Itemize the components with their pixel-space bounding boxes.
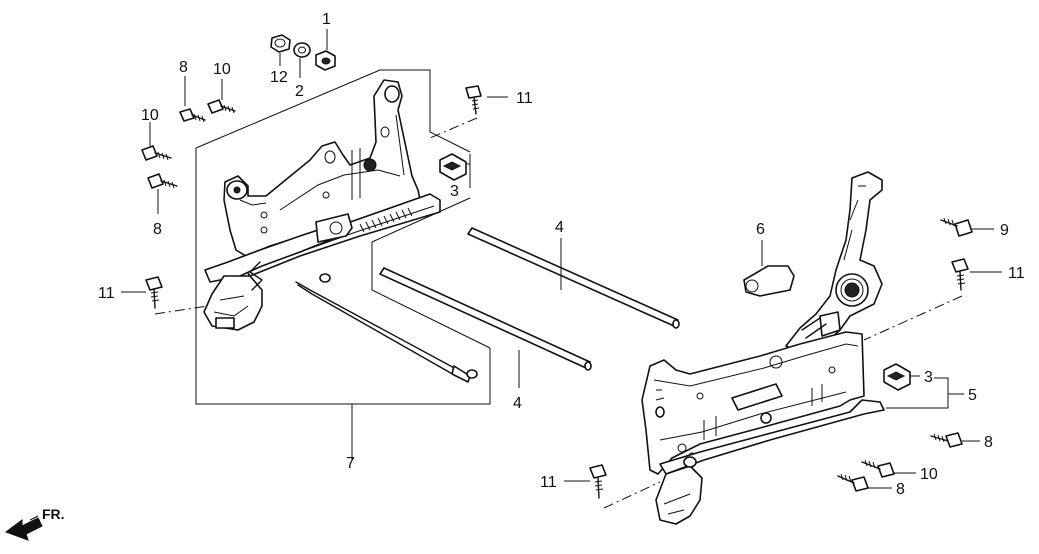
callout-3-right: 3: [924, 369, 933, 386]
callout-12: 12: [270, 69, 288, 86]
callout-11-top: 11: [516, 90, 533, 107]
nut-12: [270, 34, 291, 53]
callout-4-lower: 4: [513, 395, 522, 412]
bolt-11-bottom: [589, 464, 607, 499]
left-seat-track-assembly: [203, 79, 441, 331]
bolt-10-top: [207, 99, 236, 114]
callout-4-upper: 4: [555, 219, 564, 236]
bolt-8-right-upper: [930, 432, 963, 448]
clip-3-right: [883, 363, 911, 391]
release-cable: [295, 273, 478, 383]
bolt-10-left: [141, 145, 172, 161]
callout-3-left: 3: [450, 183, 459, 200]
callout-8-right-lower: 8: [896, 481, 905, 498]
callout-10-left: 10: [141, 107, 159, 124]
nut-1: [315, 50, 336, 71]
bolt-11-top: [465, 85, 482, 115]
callout-9: 9: [1000, 222, 1009, 239]
torsion-bar-lower: [379, 267, 592, 371]
washer-2: [293, 42, 311, 58]
bolt-8-top: [179, 108, 206, 123]
front-direction-arrow-icon: [4, 515, 43, 541]
callout-11-left: 11: [98, 285, 115, 302]
callout-2: 2: [295, 83, 304, 100]
callout-8-right-upper: 8: [984, 434, 993, 451]
callout-10-top: 10: [213, 61, 231, 78]
bolt-8-left: [147, 173, 178, 189]
callout-10-right: 10: [920, 466, 938, 483]
callout-8-top: 8: [179, 59, 188, 76]
callout-11-right: 11: [1008, 265, 1025, 282]
front-direction-label: FR.: [42, 506, 65, 522]
bolt-8-right-lower: [837, 473, 869, 492]
callout-6: 6: [756, 221, 765, 238]
bolt-9: [940, 217, 973, 237]
bolt-10-right: [861, 459, 895, 478]
callout-11-bottom: 11: [540, 474, 557, 491]
right-seat-track-assembly: [641, 171, 885, 525]
callout-5: 5: [968, 387, 977, 404]
bolt-11-right: [951, 258, 969, 291]
callout-7: 7: [346, 455, 355, 472]
torsion-bar-upper: [467, 227, 680, 329]
callout-1: 1: [322, 11, 331, 28]
callout-8-left: 8: [153, 221, 162, 238]
bolt-11-left: [145, 276, 163, 309]
clip-3-left: [439, 153, 467, 181]
recliner-knob-6: [743, 265, 795, 297]
